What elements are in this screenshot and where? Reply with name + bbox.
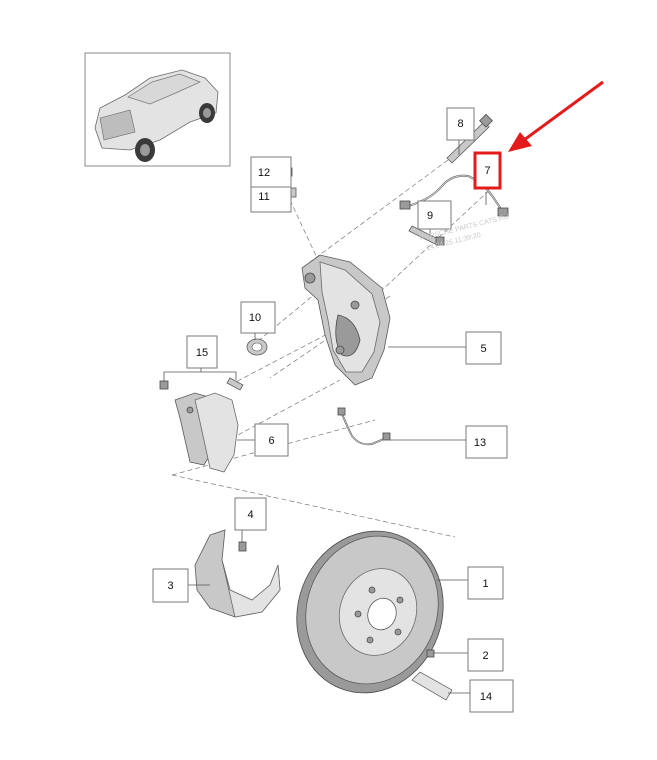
paste-tube-part [411,671,453,701]
callout-7[interactable]: 7 [473,151,502,190]
pad-pins-part [159,377,244,391]
callout-9[interactable]: 9 [417,200,452,230]
svg-text:6: 6 [268,435,274,447]
callout-8[interactable]: 8 [446,107,475,141]
wear-sensor-line-part [337,407,391,446]
callout-14[interactable]: 14 [469,679,514,713]
callout-3[interactable]: 3 [152,568,189,603]
seal-ring-part [246,338,268,356]
brake-disc-part [296,530,444,694]
callout-10[interactable]: 10 [240,301,276,334]
callout-4[interactable]: 4 [234,497,267,531]
svg-text:3: 3 [167,580,173,592]
svg-text:2: 2 [482,650,488,662]
svg-text:10: 10 [249,312,261,324]
svg-text:9: 9 [427,210,433,222]
svg-text:13: 13 [474,437,486,449]
svg-text:14: 14 [480,691,492,703]
callout-2[interactable]: 2 [467,638,504,672]
svg-text:8: 8 [457,118,463,130]
dust-shield-part [194,529,281,618]
svg-text:7: 7 [484,165,490,177]
svg-text:11: 11 [258,191,269,203]
callout-5[interactable]: 5 [465,331,502,365]
svg-text:5: 5 [480,343,486,355]
vehicle-thumbnail [84,52,231,167]
callout-13[interactable]: 13 [465,425,508,459]
brake-caliper-part [301,254,391,386]
disc-screw-part [426,649,435,658]
brake-line-part [399,174,509,217]
svg-text:12: 12 [258,167,270,179]
bolt-part [446,113,493,164]
svg-text:4: 4 [247,509,253,521]
svg-text:15: 15 [196,347,208,359]
bleeder-screw-part [408,225,445,246]
red-arrow-icon [508,80,604,152]
callout-15[interactable]: 15 [186,335,218,369]
callout-6[interactable]: 6 [254,423,289,457]
callout-12[interactable]: 12 [250,156,292,188]
brake-pads-part [174,392,239,473]
callout-1[interactable]: 1 [467,566,504,600]
svg-text:1: 1 [482,578,488,590]
shield-screw-part [238,541,247,552]
